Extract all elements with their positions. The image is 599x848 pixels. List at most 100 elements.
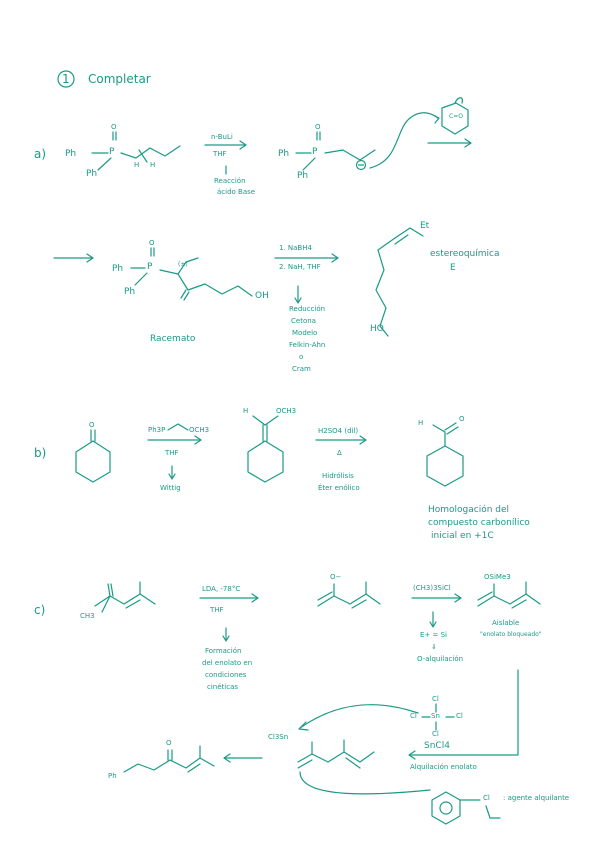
stereo-note: estereoquímica [430,249,500,259]
esi-note: E+ = Si [420,631,447,639]
cyclohexanone-ring [75,440,111,483]
enone [94,593,156,607]
reduction-note: Modelo [292,329,318,337]
h-label: H [150,161,156,169]
ho-label: HO [370,324,384,334]
product-chain [123,757,215,773]
arrowhead [239,140,247,150]
oh-label: OH [255,291,269,301]
stereo-mark: (±) [178,261,188,268]
cl-label: Cl [456,712,463,720]
number-circle [57,70,75,88]
reaction-arrow-path [409,669,519,756]
tin-enolate [297,751,375,763]
cyclohexane-ring [426,445,464,487]
ch3-label: CH3 [80,612,95,620]
ph-label: Ph [124,287,136,297]
lactone-ring [441,102,469,135]
stereo-note: E [450,263,456,273]
double-bond [345,757,361,769]
racemato-label: Racemato [150,334,196,344]
isolable-note: "enolato bloqueado" [480,631,542,638]
arrowhead [432,114,440,124]
ylide [167,423,189,431]
note-line: Reacción [214,177,246,185]
wittig-name: Wittig [160,484,181,492]
curved-arrow [369,112,439,169]
ph-label: Ph [278,149,290,159]
o-label: O [111,123,117,131]
hydrolysis-reagent: H2SO4 (dil) [318,427,359,435]
ph-label: Ph [108,772,117,780]
double-bond [394,234,409,245]
double-bond [187,763,201,773]
part-c-label: c) [34,603,46,617]
enolate [317,593,381,607]
formation-note: condiciones [205,671,247,679]
arrowhead [298,721,309,731]
carbonyl [107,583,111,597]
note-line: ácido Base [217,188,256,196]
arrowhead [251,593,259,603]
cl-label: Cl [432,730,439,738]
solvent-label: THF [165,449,179,457]
h-label: H [134,161,140,169]
bond-och3 [264,415,279,426]
cl3sn-label: Cl3Sn [268,733,289,741]
isolable-note: Aislable [492,619,520,627]
alkene [394,227,424,239]
o-label: O [89,421,95,429]
part-a-label: a) [34,147,47,161]
part-b-label: b) [34,446,47,460]
reduction-note: o [299,353,304,361]
silyl-enol-ether [477,593,541,607]
o-label: O [315,123,321,131]
bond-h [432,424,446,433]
header-number: 1 [62,72,70,86]
arrowhead [429,621,437,628]
bond-h [252,415,266,426]
homolog-note: inicial en +1C [431,531,494,541]
h-label: H [243,407,249,415]
arrowhead [223,753,231,763]
silyl-reagent: (CH3)3SiCl [413,584,451,592]
wittig-reagent: Ph3P [148,426,166,434]
arrowhead [194,435,202,445]
p-label: P [147,262,153,272]
step-label: 2. NaH, THF [279,263,321,271]
cl-label: Cl [483,794,490,802]
curved-arrow [299,704,419,729]
negative-charge [355,159,367,171]
hydrolysis-note: Éter enólico [318,484,360,492]
homolog-note: Homologación del [428,505,510,515]
reduction-note: Cetona [291,317,316,325]
bond [302,157,316,171]
o-label: O [166,739,172,747]
solvent-label: THF [210,606,224,614]
reagent-label: n-BuLi [211,133,233,141]
double-bond [125,599,141,609]
et-label: Et [420,221,430,231]
cl-label: Cl [410,712,417,720]
aromatic-circle [439,801,453,815]
carbonyl [444,422,457,431]
ethyl [159,257,199,275]
carbonyl [180,289,187,299]
page-title: Completar [88,72,151,86]
bond [134,272,148,286]
p-label: P [109,147,115,157]
carbonyl [183,291,190,301]
reduction-note: Reducción [289,305,326,313]
reduction-note: Cram [292,365,311,373]
o-label: O [459,415,465,423]
arrowhead [359,435,367,445]
chain [177,273,253,297]
agent-note: : agente alquilante [503,794,570,802]
double-bond [477,591,493,601]
arrowhead [222,635,230,642]
base-label: LDA, -78°C [202,585,241,593]
arrowhead [331,253,339,263]
arrowhead [464,138,472,148]
esi-note: O-alquilación [417,655,464,663]
